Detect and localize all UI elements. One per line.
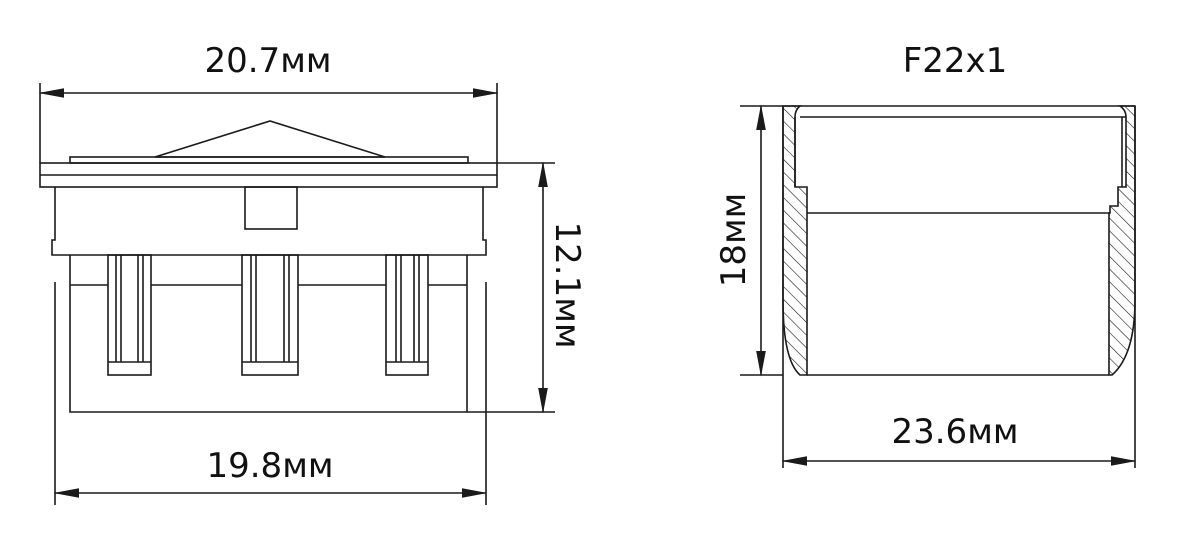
left-wall-section <box>782 105 808 376</box>
top-cap-triangle <box>154 120 386 158</box>
post-left <box>107 254 152 376</box>
body-lower <box>69 255 468 413</box>
label-section-width: 23.6мм <box>891 412 1018 452</box>
dimension-top-width <box>38 83 499 163</box>
dimension-height <box>467 161 555 414</box>
label-section-height: 18мм <box>714 193 754 288</box>
label-top-width: 20.7мм <box>204 41 331 81</box>
label-height: 12.1мм <box>547 221 587 348</box>
center-tab <box>244 186 298 230</box>
dimension-bottom-width <box>53 282 488 505</box>
post-center <box>241 254 299 376</box>
aerator-side-view: 20.7мм 12.1мм 19.8мм <box>38 41 587 505</box>
body-upper <box>51 187 487 256</box>
aerator-section-view: F22x1 18мм 23.6мм <box>714 41 1137 468</box>
dimension-section-height <box>740 104 783 377</box>
top-thin-plate <box>69 156 469 164</box>
label-bottom-width: 19.8мм <box>206 446 333 486</box>
post-right <box>385 254 429 376</box>
label-thread: F22x1 <box>903 41 1008 81</box>
dimension-section-width <box>781 106 1137 468</box>
